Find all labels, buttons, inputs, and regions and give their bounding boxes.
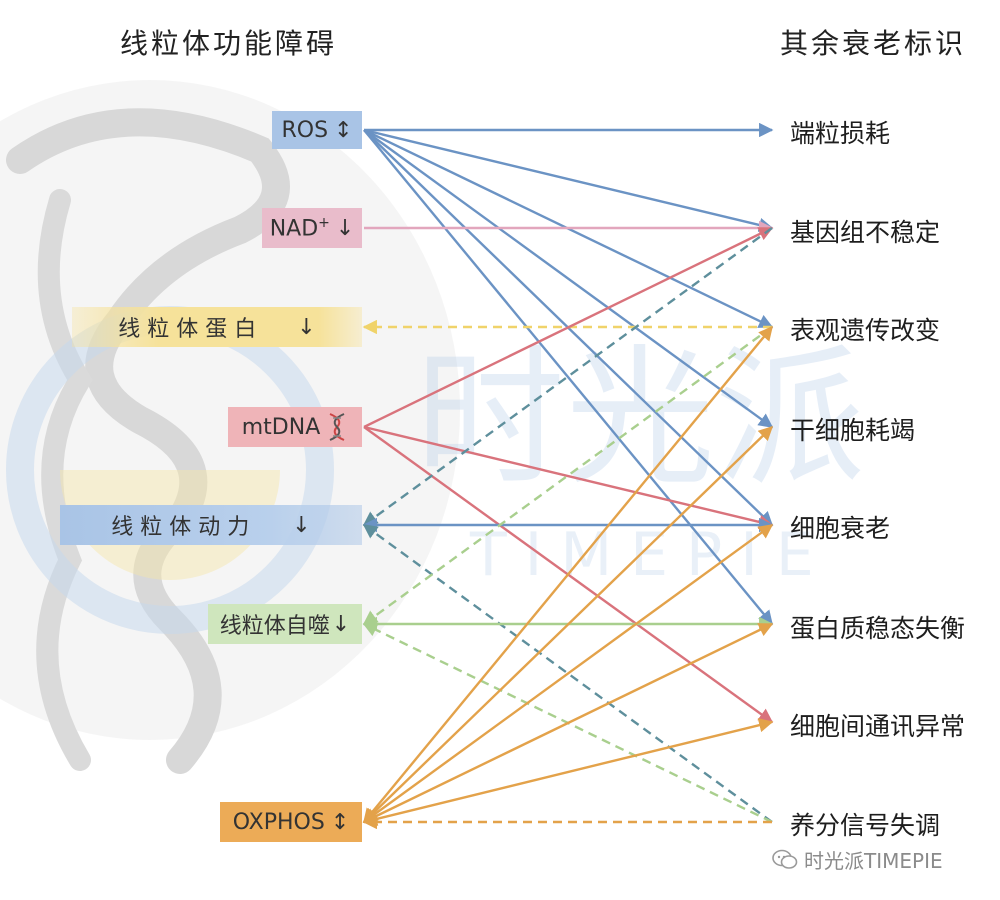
node-ros-label: ROS — [281, 117, 329, 143]
node-nad: NAD+ ↓ — [262, 208, 362, 248]
hallmark-telomere-attrition: 端粒损耗 — [790, 119, 891, 148]
node-nad-label: NAD+ — [269, 214, 330, 242]
arrow-ros-r4 — [363, 129, 774, 428]
node-mitochondrial-protein: 线粒体蛋白 ↓ — [72, 307, 362, 347]
node-mitochondrial-dynamics: 线粒体动力 ↓ — [60, 505, 362, 545]
node-mtdna: mtDNA — [228, 407, 362, 447]
dna-helix-icon — [329, 413, 345, 441]
hallmark-loss-of-proteostasis: 蛋白质稳态失衡 — [790, 614, 966, 643]
hallmark-nutrient-sensing: 养分信号失调 — [790, 811, 941, 840]
footer-watermark: 时光派TIMEPIE — [772, 845, 943, 874]
left-column-title: 线粒体功能障碍 — [120, 27, 338, 60]
node-mitochondrial-dynamics-label: 线粒体动力 — [111, 515, 257, 540]
node-oxphos-label: OXPHOS — [232, 809, 325, 835]
node-mitophagy-label: 线粒体自噬 — [219, 614, 330, 639]
arrow-mtdna-r5 — [363, 425, 774, 529]
up-down-arrow-icon: ↕ — [334, 117, 353, 143]
down-arrow-icon: ↓ — [297, 314, 316, 340]
footer-watermark-text: 时光派TIMEPIE — [804, 849, 943, 873]
hallmark-stem-cell-exhaustion: 干细胞耗竭 — [790, 416, 916, 445]
arrow-oxphos-r7 — [362, 718, 774, 826]
hallmark-altered-communication: 细胞间通讯异常 — [790, 712, 966, 741]
node-ros: ROS ↕ — [272, 111, 362, 149]
node-mitochondrial-protein-label: 线粒体蛋白 — [118, 317, 264, 342]
node-mitophagy: 线粒体自噬 ↓ — [208, 604, 362, 644]
right-column-title: 其余衰老标识 — [780, 27, 967, 60]
wechat-icon — [772, 849, 798, 869]
down-arrow-icon: ↓ — [292, 512, 311, 538]
arrow-oxphos-r3 — [363, 325, 773, 824]
down-arrow-icon: ↓ — [335, 215, 355, 241]
node-mtdna-label: mtDNA — [241, 414, 321, 440]
arrow-ros-r2 — [363, 128, 774, 232]
up-down-arrow-icon: ↕ — [330, 809, 350, 835]
node-oxphos: OXPHOS ↕ — [220, 802, 362, 842]
arrow-ros-r6 — [363, 129, 773, 626]
hallmark-epigenetic-alterations: 表观遗传改变 — [790, 316, 941, 345]
hallmark-cellular-senescence: 细胞衰老 — [790, 514, 891, 543]
hallmark-genomic-instability: 基因组不稳定 — [790, 218, 941, 247]
down-arrow-icon: ↓ — [331, 611, 351, 637]
